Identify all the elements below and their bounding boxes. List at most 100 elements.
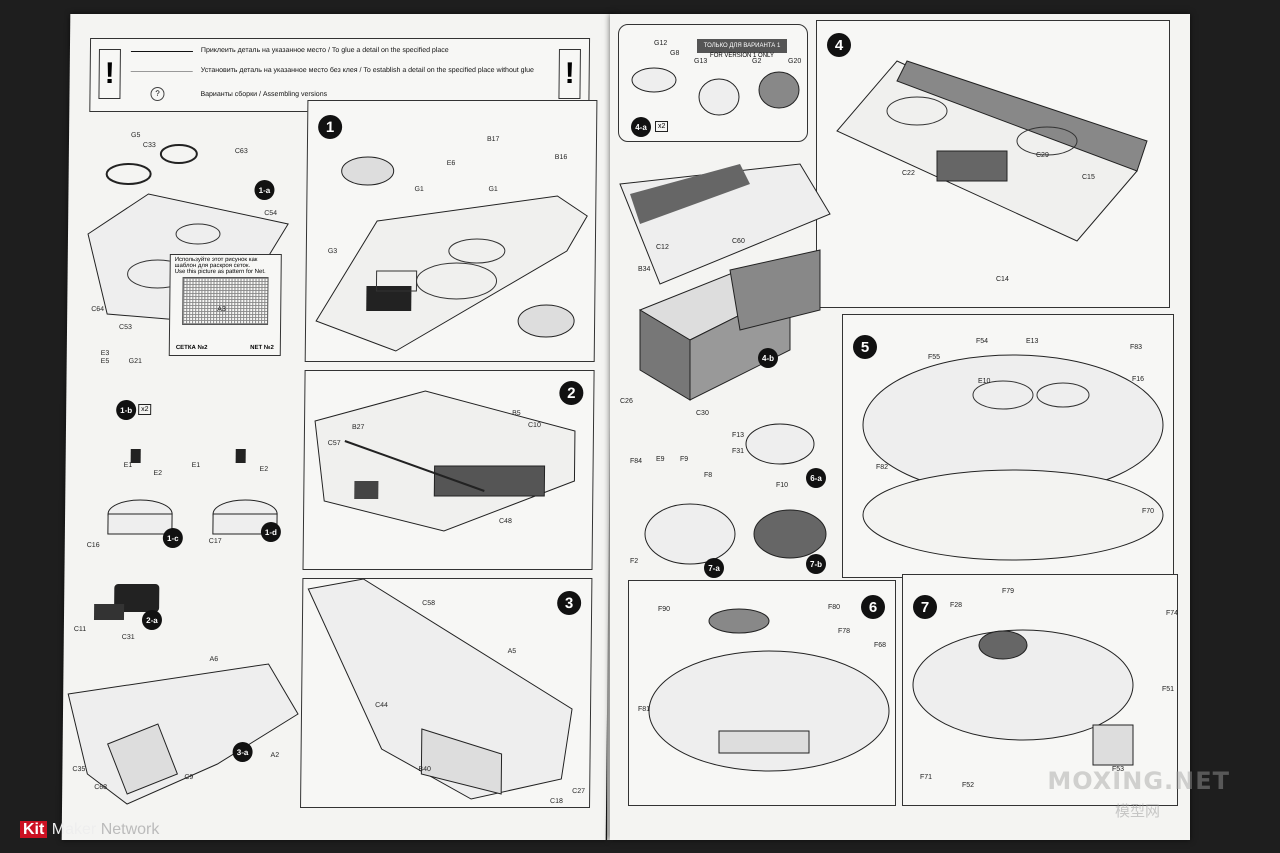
part-label: G21 bbox=[128, 358, 142, 365]
part-label: F9 bbox=[680, 456, 689, 463]
turret-assembly-7-drawing bbox=[912, 629, 1134, 766]
part-2a-drawing bbox=[93, 584, 160, 620]
part-label: E3 bbox=[100, 350, 110, 357]
fender-assembly-drawing bbox=[67, 663, 299, 805]
part-label: A5 bbox=[507, 648, 517, 655]
net-label-ru: СЕТКА №2 bbox=[175, 345, 208, 351]
part-label: C35 bbox=[72, 766, 86, 773]
part-label: C64 bbox=[91, 306, 105, 313]
instruction-page-right: ТОЛЬКО ДЛЯ ВАРИАНТА 1 FOR VERSION 1 ONLY… bbox=[610, 14, 1190, 840]
step-4-panel: 4 bbox=[816, 20, 1170, 308]
part-label: C14 bbox=[996, 276, 1009, 283]
part-label: F52 bbox=[962, 782, 975, 789]
part-label: C57 bbox=[327, 440, 341, 447]
part-label: E5 bbox=[100, 358, 110, 365]
step-2-panel: 2 bbox=[302, 370, 595, 570]
part-label: A2 bbox=[270, 752, 280, 759]
part-label: C12 bbox=[656, 244, 669, 251]
part-label: G5 bbox=[131, 132, 141, 139]
warning-icon: ! bbox=[558, 49, 581, 99]
substep-tag: 2-a bbox=[141, 610, 163, 630]
part-label: F51 bbox=[1162, 686, 1175, 693]
part-label: G13 bbox=[694, 58, 708, 65]
part-label: B16 bbox=[554, 154, 568, 161]
engine-deck-drawing bbox=[314, 390, 576, 532]
part-label: F84 bbox=[630, 458, 643, 465]
part-label: C17 bbox=[208, 538, 222, 545]
part-label: F78 bbox=[838, 628, 851, 635]
substep-tag: 1-c bbox=[162, 528, 183, 548]
substep-tag: 7-a bbox=[704, 558, 724, 578]
hatch-detail-drawing bbox=[631, 67, 800, 116]
hull-sponson-drawing bbox=[836, 60, 1148, 242]
part-label: F82 bbox=[876, 464, 889, 471]
storage-box-drawing bbox=[638, 249, 821, 401]
part-label: F55 bbox=[928, 354, 941, 361]
part-label: E2 bbox=[259, 466, 269, 473]
part-label: F74 bbox=[1166, 610, 1179, 617]
step-1-panel: 1 bbox=[304, 100, 598, 362]
part-label: E9 bbox=[656, 456, 665, 463]
part-label: F79 bbox=[1002, 588, 1015, 595]
noglue-arrow-icon bbox=[130, 71, 193, 73]
part-label: C68 bbox=[94, 784, 108, 791]
substep-tag: 4-a bbox=[631, 117, 651, 137]
part-label: F81 bbox=[638, 706, 651, 713]
hull-top-drawing bbox=[315, 156, 588, 352]
hull-side-drawing bbox=[307, 578, 573, 800]
part-label: E6 bbox=[446, 160, 456, 167]
part-label: C33 bbox=[142, 142, 156, 149]
part-label: G3 bbox=[327, 248, 338, 255]
part-label: F68 bbox=[874, 642, 887, 649]
part-label: F83 bbox=[1130, 344, 1143, 351]
part-label: E2 bbox=[153, 470, 163, 477]
substep-tag: 1-a bbox=[254, 180, 275, 200]
step-number: 6 bbox=[861, 595, 885, 619]
part-label: C58 bbox=[422, 600, 436, 607]
step-5-panel: 5 bbox=[842, 314, 1174, 578]
step-3-panel: 3 bbox=[300, 578, 593, 808]
step-number: 7 bbox=[913, 595, 937, 619]
glue-arrow-icon bbox=[130, 51, 193, 53]
turret-assembly-6-drawing bbox=[648, 608, 890, 772]
substep-tag: 7-b bbox=[806, 554, 826, 574]
net-template-box: Используйте этот рисунок как шаблон для … bbox=[168, 254, 282, 356]
part-label: B27 bbox=[351, 424, 365, 431]
step-number: 4 bbox=[827, 33, 851, 57]
kitmaker-logo: Kit Maker Network bbox=[20, 821, 159, 839]
multiplier-badge: x2 bbox=[138, 404, 152, 415]
part-label: E1 bbox=[123, 462, 133, 469]
substep-tag: 1-d bbox=[260, 522, 282, 542]
part-label: G12 bbox=[654, 40, 668, 47]
net-note-en: Use this picture as pattern for Net. bbox=[174, 269, 266, 275]
part-label: C22 bbox=[902, 170, 915, 177]
part-label: F90 bbox=[658, 606, 671, 613]
part-label: E1 bbox=[191, 462, 201, 469]
part-label: B17 bbox=[486, 136, 500, 143]
net-note-ru: Используйте этот рисунок как шаблон для … bbox=[174, 257, 258, 269]
legend-noglue-text: Установить деталь на указанное место без… bbox=[200, 67, 534, 74]
multiplier-badge: x2 bbox=[655, 121, 669, 132]
part-label: F10 bbox=[776, 482, 789, 489]
part-label: A6 bbox=[209, 656, 219, 663]
version-1-detail-panel: ТОЛЬКО ДЛЯ ВАРИАНТА 1 FOR VERSION 1 ONLY… bbox=[618, 24, 808, 142]
part-label: F71 bbox=[920, 774, 933, 781]
substep-tag: 3-a bbox=[232, 742, 253, 762]
part-label: F13 bbox=[732, 432, 745, 439]
substep-tag: 6-a bbox=[806, 468, 826, 488]
part-label: B34 bbox=[638, 266, 651, 273]
version-banner-en: FOR VERSION 1 ONLY bbox=[710, 53, 774, 59]
part-label: C30 bbox=[696, 410, 709, 417]
part-label: C54 bbox=[264, 210, 278, 217]
legend-glue-text: Приклеить деталь на указанное место / To… bbox=[200, 47, 449, 54]
net-pattern bbox=[182, 277, 269, 325]
question-icon: ? bbox=[150, 87, 165, 101]
part-label: F8 bbox=[704, 472, 713, 479]
part-label: C18 bbox=[550, 798, 563, 805]
net-label-en: NET №2 bbox=[250, 345, 274, 351]
part-label: A3 bbox=[217, 306, 226, 313]
part-label: C27 bbox=[572, 788, 586, 795]
part-label: C10 bbox=[527, 422, 541, 429]
part-label: C9 bbox=[184, 774, 194, 781]
part-label: F31 bbox=[732, 448, 745, 455]
